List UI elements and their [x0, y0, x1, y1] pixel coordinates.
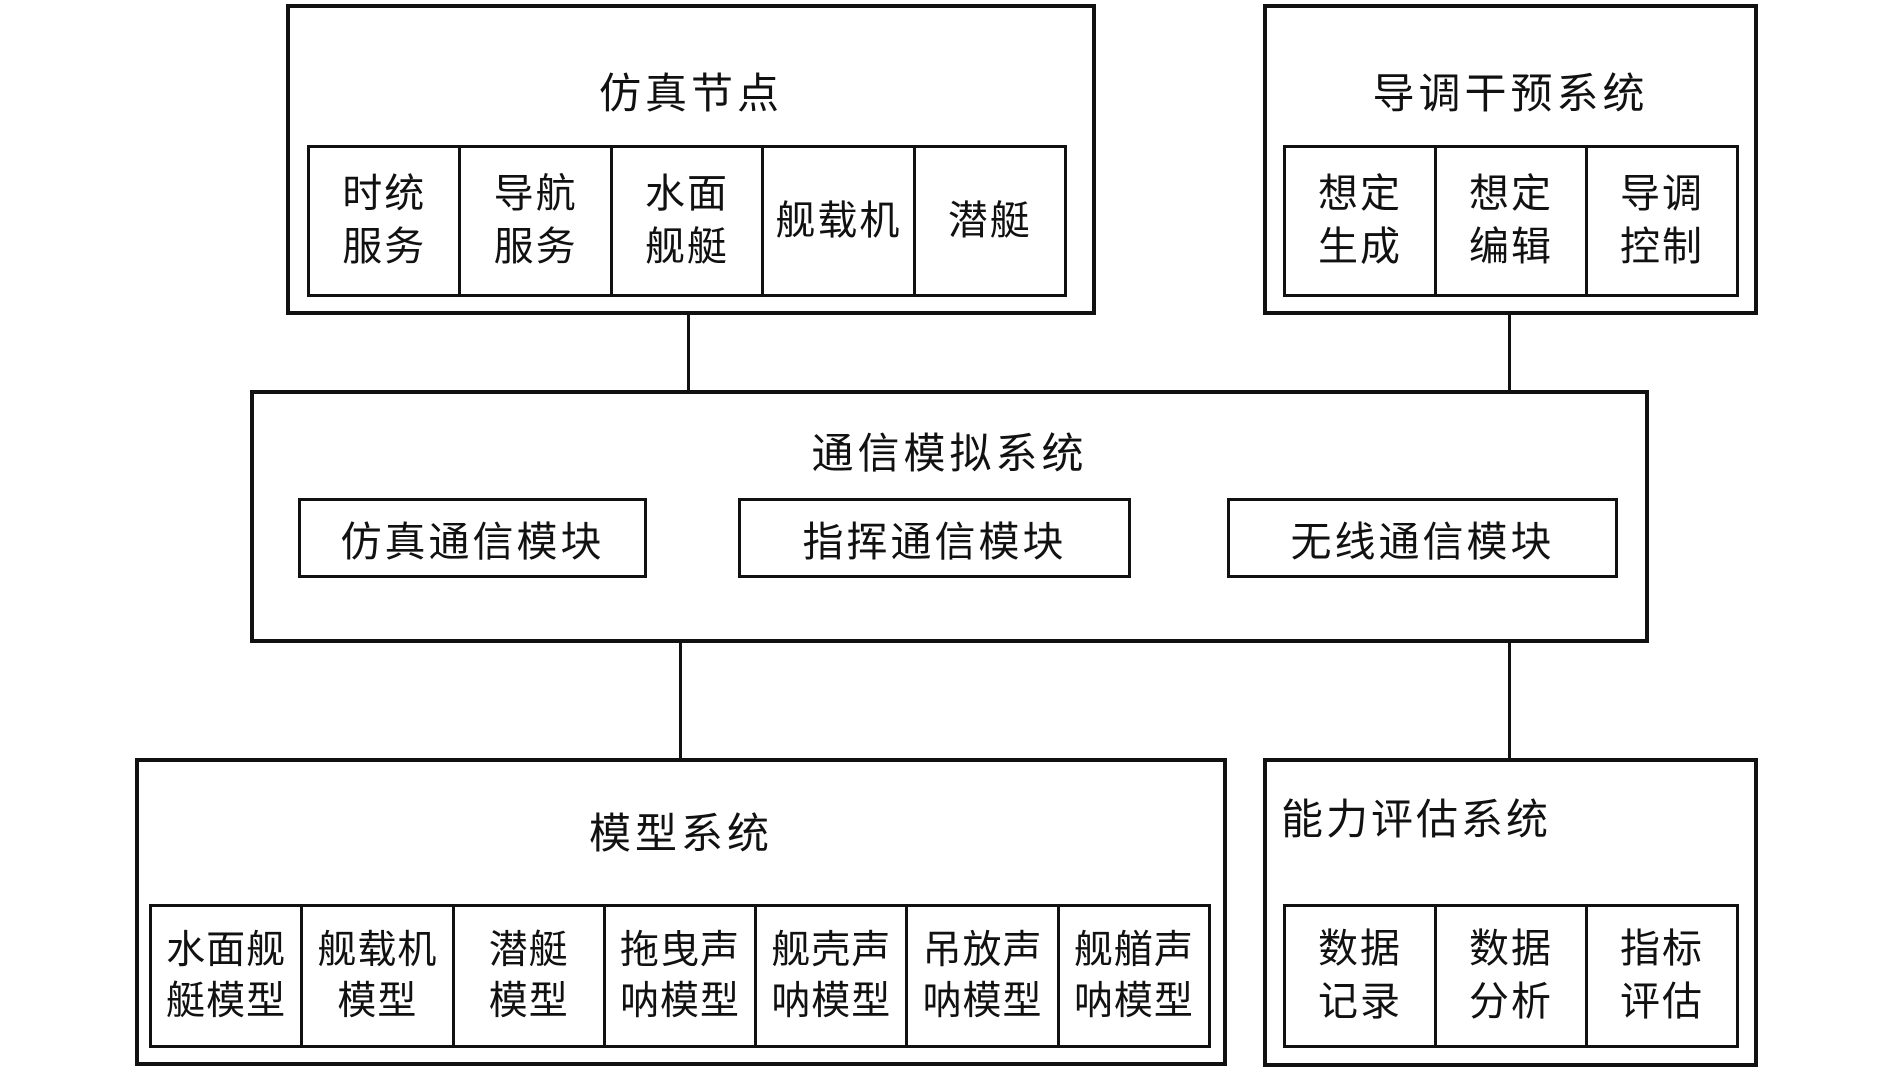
cell-label-line: 生成	[1318, 224, 1402, 269]
cell-label-line: 舰艏声	[1073, 928, 1194, 972]
sim-node-cell-submarine: 潜艇	[912, 145, 1068, 297]
model-cell-towed-sonar-model: 拖曳声 呐模型	[602, 904, 758, 1048]
module-label: 无线通信模块	[1290, 519, 1555, 565]
cell-label-line: 吊放声	[922, 928, 1043, 972]
evaluation-cell-indicator-assess: 指标 评估	[1585, 904, 1739, 1048]
cell-label-line: 模型	[337, 980, 418, 1023]
director-cell-scenario-edit: 想定 编辑	[1434, 145, 1588, 297]
cell-label-line: 数据	[1469, 926, 1553, 972]
cell-label-line: 时统	[342, 171, 427, 217]
cell-label-line: 舰载机	[775, 197, 902, 243]
cell-label-line: 呐模型	[1073, 980, 1194, 1023]
evaluation-cell-row: 数据 记录 数据 分析 指标 评估	[1283, 904, 1739, 1048]
evaluation-system-box: 能力评估系统 数据 记录 数据 分析 指标 评估	[1263, 758, 1758, 1067]
sim-node-title: 仿真节点	[598, 72, 783, 118]
director-system-title: 导调干预系统	[1372, 72, 1649, 118]
model-cell-bow-sonar-model: 舰艏声 呐模型	[1056, 904, 1211, 1048]
sim-node-cell-nav-service: 导航 服务	[458, 145, 613, 297]
evaluation-system-title: 能力评估系统	[1281, 798, 1552, 844]
connector-simnode-to-comm	[687, 315, 690, 390]
cell-label-line: 舰壳声	[771, 928, 892, 972]
evaluation-cell-data-analysis: 数据 分析	[1434, 904, 1588, 1048]
cell-label-line: 模型	[488, 980, 569, 1023]
model-cell-dipping-sonar-model: 吊放声 呐模型	[905, 904, 1060, 1048]
comm-system-title: 通信模拟系统	[811, 432, 1088, 478]
comm-module-simulation: 仿真通信模块	[298, 498, 647, 578]
module-label: 仿真通信模块	[340, 519, 605, 565]
model-cell-surface-ship-model: 水面舰 艇模型	[149, 904, 304, 1048]
director-cell-row: 想定 生成 想定 编辑 导调 控制	[1283, 145, 1739, 297]
cell-label-line: 数据	[1318, 926, 1402, 972]
model-cell-row: 水面舰 艇模型 舰载机 模型 潜艇 模型 拖曳声 呐模型 舰壳声 呐模型 吊放声…	[149, 904, 1211, 1048]
cell-label-line: 水面舰	[166, 928, 287, 972]
cell-label-line: 记录	[1318, 979, 1402, 1024]
evaluation-cell-data-record: 数据 记录	[1283, 904, 1437, 1048]
comm-module-command: 指挥通信模块	[738, 498, 1131, 578]
comm-system-box: 通信模拟系统 仿真通信模块 指挥通信模块 无线通信模块	[250, 390, 1649, 643]
cell-label-line: 呐模型	[771, 980, 892, 1023]
cell-label-line: 导调	[1620, 171, 1704, 217]
connector-comm-to-model	[679, 643, 682, 758]
model-cell-submarine-model: 潜艇 模型	[451, 904, 606, 1048]
director-cell-director-control: 导调 控制	[1585, 145, 1739, 297]
cell-label-line: 拖曳声	[619, 928, 740, 972]
cell-label-line: 舰载机	[317, 928, 438, 972]
sim-node-cell-time-service: 时统 服务	[307, 145, 462, 297]
cell-label-line: 指标	[1620, 926, 1704, 972]
sim-node-box: 仿真节点 时统 服务 导航 服务 水面 舰艇 舰载机 潜艇	[286, 4, 1096, 315]
sim-node-cell-row: 时统 服务 导航 服务 水面 舰艇 舰载机 潜艇	[307, 145, 1068, 297]
cell-label-line: 编辑	[1469, 224, 1553, 269]
comm-module-wireless: 无线通信模块	[1227, 498, 1618, 578]
director-system-box: 导调干预系统 想定 生成 想定 编辑 导调 控制	[1263, 4, 1758, 315]
cell-label-line: 想定	[1318, 171, 1402, 217]
cell-label-line: 分析	[1469, 979, 1553, 1024]
connector-comm-to-evaluation	[1508, 643, 1511, 758]
sim-node-cell-surface-ship: 水面 舰艇	[609, 145, 765, 297]
cell-label-line: 呐模型	[922, 980, 1043, 1023]
cell-label-line: 服务	[342, 224, 427, 269]
cell-label-line: 导航	[493, 171, 578, 217]
cell-label-line: 艇模型	[166, 980, 287, 1023]
cell-label-line: 水面	[645, 171, 730, 217]
cell-label-line: 评估	[1620, 979, 1704, 1024]
cell-label-line: 服务	[493, 224, 578, 269]
model-cell-hull-sonar-model: 舰壳声 呐模型	[754, 904, 909, 1048]
model-system-title: 模型系统	[588, 812, 773, 858]
cell-label-line: 呐模型	[619, 980, 740, 1023]
cell-label-line: 潜艇	[488, 928, 569, 972]
sim-node-cell-carrier-aircraft: 舰载机	[761, 145, 916, 297]
director-cell-scenario-generate: 想定 生成	[1283, 145, 1437, 297]
cell-label-line: 控制	[1620, 224, 1704, 269]
model-system-box: 模型系统 水面舰 艇模型 舰载机 模型 潜艇 模型 拖曳声 呐模型 舰壳声 呐模…	[135, 758, 1227, 1066]
cell-label-line: 舰艇	[645, 224, 730, 269]
cell-label-line: 想定	[1469, 171, 1553, 217]
cell-label-line: 潜艇	[947, 197, 1032, 243]
model-cell-carrier-aircraft-model: 舰载机 模型	[300, 904, 455, 1048]
connector-director-to-comm	[1508, 315, 1511, 390]
module-label: 指挥通信模块	[802, 519, 1067, 565]
